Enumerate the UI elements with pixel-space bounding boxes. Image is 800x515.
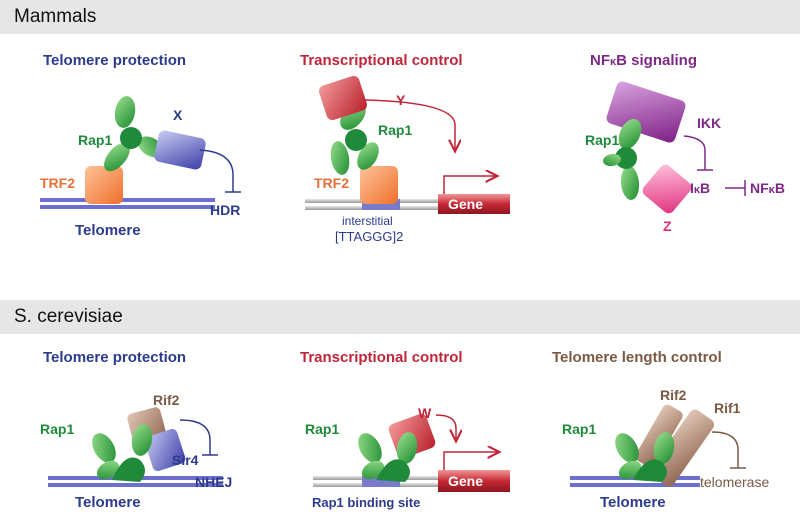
mammals-header-band: Mammals <box>0 0 800 34</box>
yeast-transcriptional-control-panel: Transcriptional control Gene W Rap1 Rap1… <box>300 349 510 510</box>
m2-rap1-label: Rap1 <box>378 122 412 138</box>
mammals-transcriptional-control-panel: Transcriptional control Gene Y Rap1 TRF2… <box>300 52 510 244</box>
m1-x-protein <box>154 130 206 170</box>
y2-title: Transcriptional control <box>300 349 463 366</box>
y1-inhibition-line <box>179 419 211 455</box>
y2-w-label: W <box>418 405 432 421</box>
m1-inhibition-line <box>199 149 234 192</box>
y3-rap1-protein <box>615 432 675 482</box>
m3-nfkb-label: NFκB <box>750 180 785 196</box>
m3-ikk-label: IKK <box>697 115 721 131</box>
y1-telomere-label: Telomere <box>75 494 141 511</box>
y2-rap1-label: Rap1 <box>305 421 339 437</box>
m2-trf2-label: TRF2 <box>314 175 349 191</box>
m1-trf2-label: TRF2 <box>40 175 75 191</box>
m1-telomere-strand-bottom <box>40 205 215 209</box>
m2-title: Transcriptional control <box>300 52 463 69</box>
y2-activation-arrow <box>435 414 456 440</box>
m2-y-protein <box>319 75 367 121</box>
y3-telomerase-label: telomerase <box>700 474 769 490</box>
y3-rif1-protein <box>649 409 715 487</box>
y2-binding-site <box>362 476 400 487</box>
yeast-header-band: S. cerevisiae <box>0 300 800 334</box>
m2-tss-arrow <box>443 176 496 194</box>
m1-x-label: X <box>173 107 183 123</box>
y2-gene-label: Gene <box>448 473 483 489</box>
yeast-section-title: S. cerevisiae <box>14 306 123 327</box>
y1-nhej-label: NHEJ <box>195 474 232 490</box>
m1-hdr-label: HDR <box>210 202 240 218</box>
y1-rap1-protein <box>92 424 153 482</box>
y3-inhibition-line <box>711 431 739 468</box>
m1-telomere-label: Telomere <box>75 222 141 239</box>
y1-title: Telomere protection <box>43 349 186 366</box>
mammals-telomere-protection-panel: Telomere protection Rap1 X TRF2 HDR Telo… <box>40 52 241 239</box>
y3-telomere-label: Telomere <box>600 494 666 511</box>
y2-rap1-protein <box>358 432 418 482</box>
y1-telomere-strand-bottom <box>48 483 223 487</box>
mammals-nfkb-panel: NFκB signaling Rap1 IKK IκB NFκB Z <box>585 52 785 234</box>
yeast-telomere-protection-panel: Telomere protection Rif2 Rap1 Sir4 NHEJ … <box>40 349 232 511</box>
y3-title: Telomere length control <box>552 349 722 366</box>
m3-z-label: Z <box>663 218 672 234</box>
y3-rif1-label: Rif1 <box>714 400 741 416</box>
y1-rif2-label: Rif2 <box>153 392 180 408</box>
m2-activation-arrow <box>363 99 455 150</box>
m3-rap1-protein <box>603 118 642 200</box>
m3-rap1-label: Rap1 <box>585 132 619 148</box>
y3-rif2-label: Rif2 <box>660 387 687 403</box>
y2-gene-box <box>438 470 510 492</box>
y3-rap1-label: Rap1 <box>562 421 596 437</box>
y3-telomere-strand-bottom <box>570 483 700 487</box>
m3-title: NFκB signaling <box>590 52 697 69</box>
y1-sir4-label: Sir4 <box>172 452 199 468</box>
m2-repeat-label: [TTAGGG]2 <box>335 229 403 244</box>
m3-z-protein <box>642 164 692 214</box>
m2-interstitial-repeat <box>362 199 400 210</box>
y1-rap1-label: Rap1 <box>40 421 74 437</box>
mammals-section-title: Mammals <box>14 6 97 27</box>
m3-ikk-inhibition-line <box>683 135 706 170</box>
m1-trf2-protein <box>85 166 123 204</box>
m1-title: Telomere protection <box>43 52 186 69</box>
m2-interstitial-label: interstitial <box>342 214 393 228</box>
m1-telomere-strand-top <box>40 198 215 202</box>
y1-sir4-protein <box>144 428 186 472</box>
m2-gene-box <box>438 194 510 214</box>
y2-tss-arrow <box>443 452 498 470</box>
m2-y-label: Y <box>396 92 406 108</box>
m1-rap1-label: Rap1 <box>78 132 112 148</box>
m2-gene-label: Gene <box>448 196 483 212</box>
m3-ikb-label: IκB <box>690 180 710 196</box>
yeast-telomere-length-panel: Telomere length control Rif2 Rif1 Rap1 t… <box>552 349 769 511</box>
y2-site-label: Rap1 binding site <box>312 495 420 510</box>
m2-trf2-protein <box>360 166 398 204</box>
